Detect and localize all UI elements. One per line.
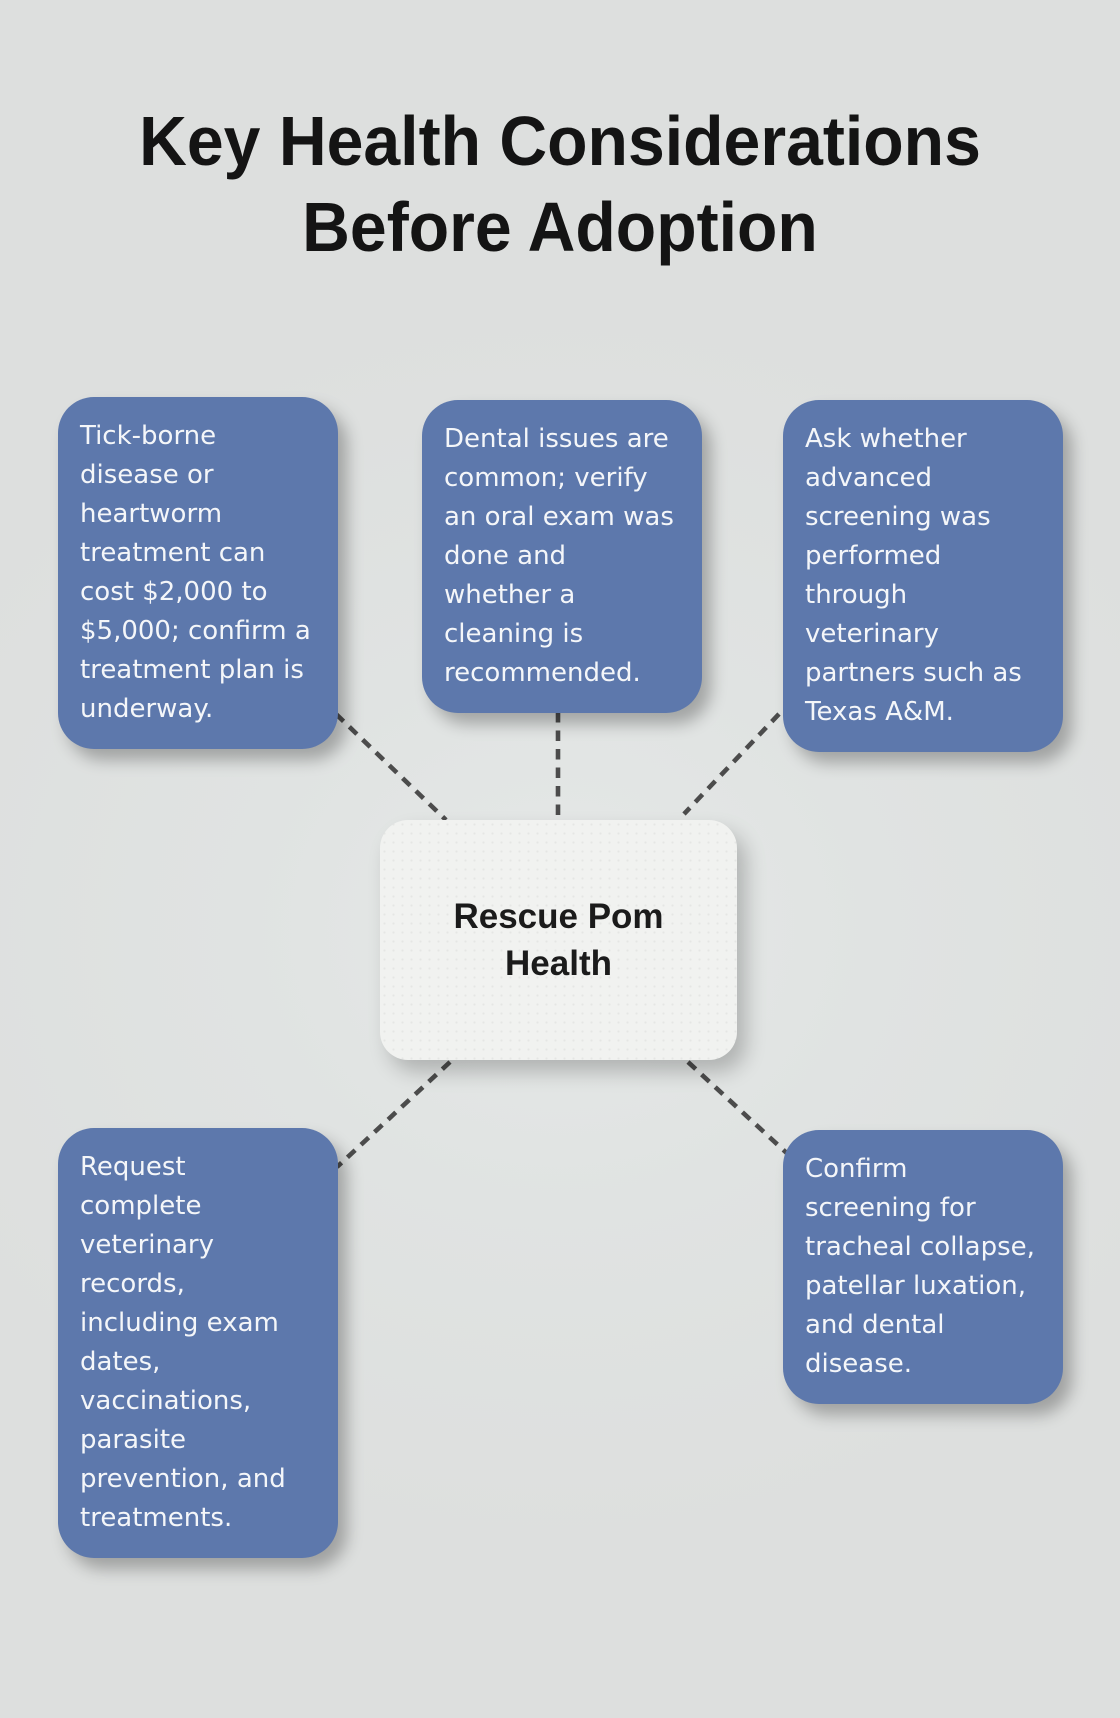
consideration-text: Dental issues are common; verify an oral… [444,424,674,688]
consideration-text: Request complete veterinary records, inc… [80,1152,286,1533]
connector-dashed-line-top-right [682,712,781,816]
consideration-box-dental-exam: Dental issues are common; verify an oral… [422,400,702,713]
connector-dashed-line-bottom-right [686,1060,793,1159]
consideration-box-advanced-screening: Ask whether advanced screening was perfo… [783,400,1063,752]
consideration-text: Confirm screening for tracheal collapse,… [805,1154,1035,1379]
consideration-text: Ask whether advanced screening was perfo… [805,424,1022,727]
central-topic-label: Rescue Pom Health [453,897,664,983]
consideration-box-vet-records: Request complete veterinary records, inc… [58,1128,338,1558]
consideration-box-treatment-cost: Tick-borne disease or heartworm treatmen… [58,397,338,749]
consideration-box-condition-screening: Confirm screening for tracheal collapse,… [783,1130,1063,1404]
connector-dashed-line-top-left [334,712,448,822]
central-topic-node: Rescue Pom Health [380,820,737,1060]
page-title: Key Health Considerations Before Adoptio… [139,102,981,266]
consideration-text: Tick-borne disease or heartworm treatmen… [80,421,311,724]
connector-dashed-line-bottom-left [335,1060,452,1169]
